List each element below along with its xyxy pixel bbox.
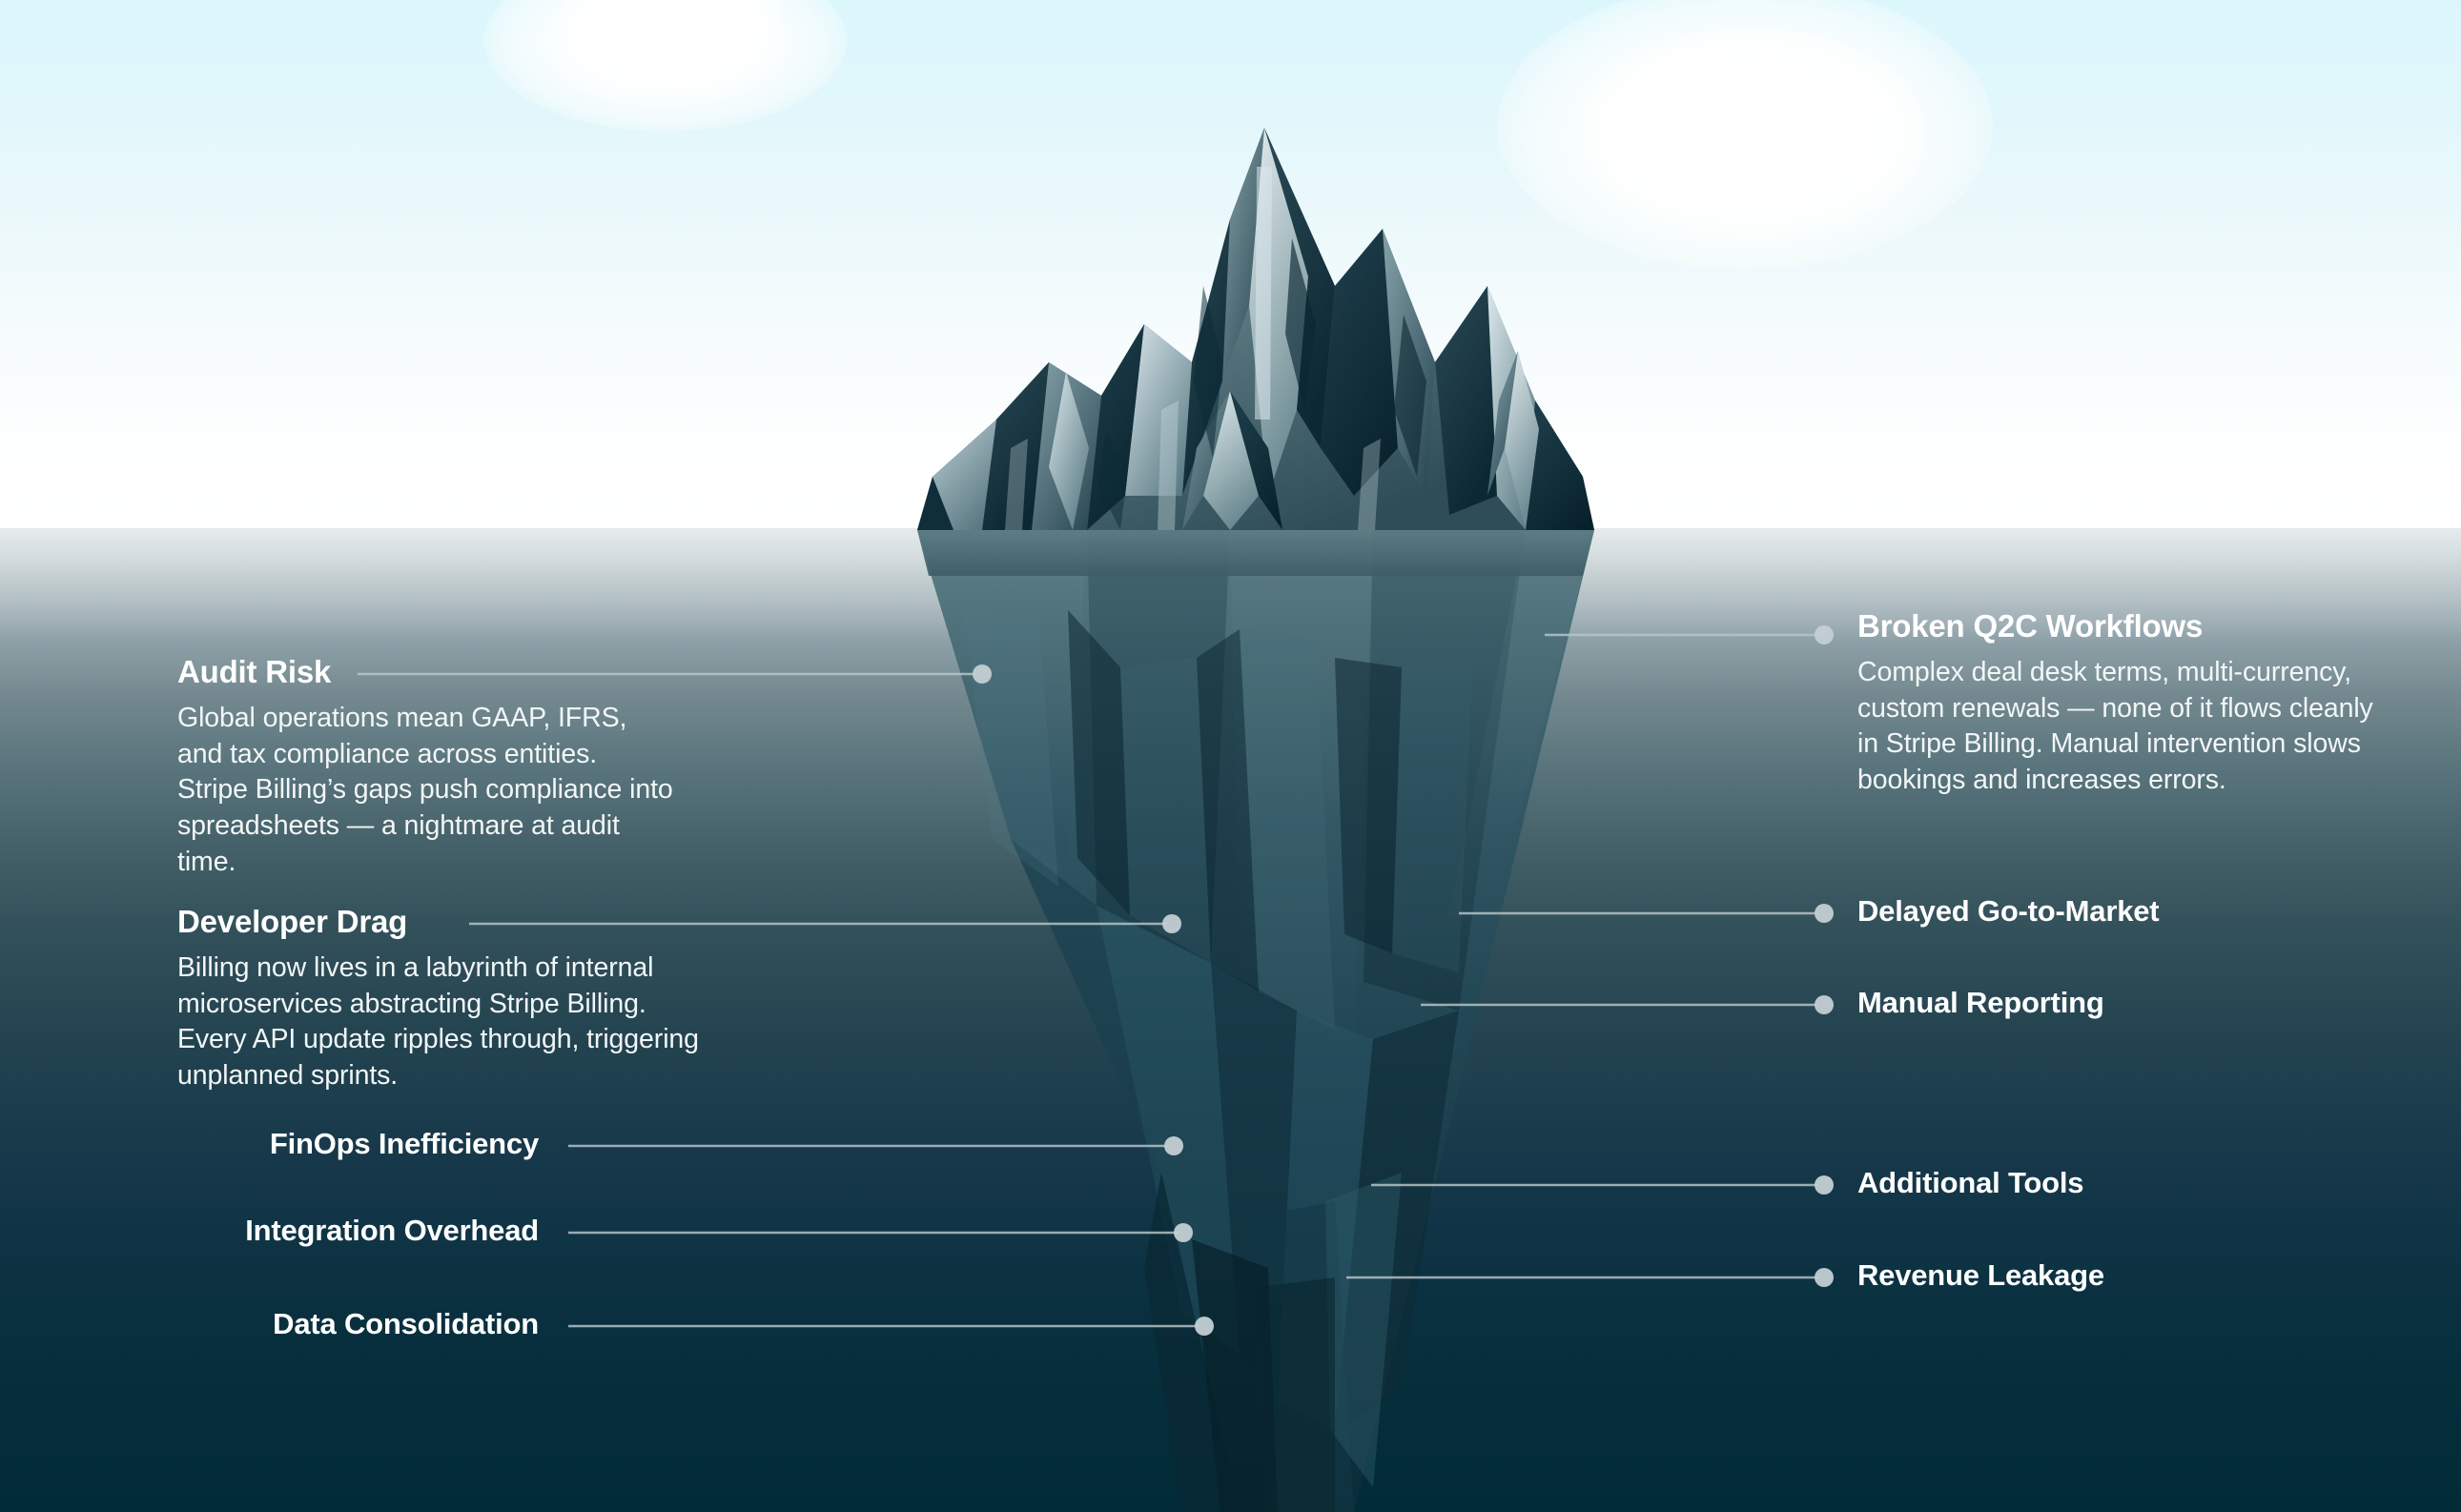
label-integration-overhead: Integration Overhead bbox=[245, 1214, 539, 1247]
label-manual-reporting: Manual Reporting bbox=[1857, 986, 2104, 1019]
cloud-icon-left bbox=[484, 0, 847, 132]
callout-body-broken-q2c-workflows: Complex deal desk terms, multi-currency,… bbox=[1857, 656, 2373, 796]
label-revenue-leakage: Revenue Leakage bbox=[1857, 1258, 2104, 1292]
callout-audit-risk: Audit Risk Global operations mean GAAP, … bbox=[177, 654, 673, 881]
cloud-icon-right-puff bbox=[1583, 29, 1926, 238]
callout-title-developer-drag: Developer Drag bbox=[177, 904, 408, 939]
label-delayed-go-to-market: Delayed Go-to-Market bbox=[1857, 894, 2160, 928]
callout-body-audit-risk: Global operations mean GAAP, IFRS, and t… bbox=[177, 702, 673, 878]
cloud-icon-right bbox=[1497, 0, 1993, 269]
callout-title-broken-q2c-workflows: Broken Q2C Workflows bbox=[1857, 608, 2204, 644]
callout-developer-drag: Developer Drag Billing now lives in a la… bbox=[177, 904, 711, 1094]
label-data-consolidation: Data Consolidation bbox=[273, 1307, 539, 1340]
sky-background bbox=[0, 0, 2461, 528]
label-finops-inefficiency: FinOps Inefficiency bbox=[269, 1127, 539, 1160]
callout-title-audit-risk: Audit Risk bbox=[177, 654, 332, 689]
label-additional-tools: Additional Tools bbox=[1857, 1166, 2084, 1199]
cloud-icon-left-puff bbox=[563, 0, 782, 86]
callout-broken-q2c-workflows: Broken Q2C Workflows Complex deal desk t… bbox=[1857, 608, 2391, 799]
callout-body-developer-drag: Billing now lives in a labyrinth of inte… bbox=[177, 951, 699, 1092]
